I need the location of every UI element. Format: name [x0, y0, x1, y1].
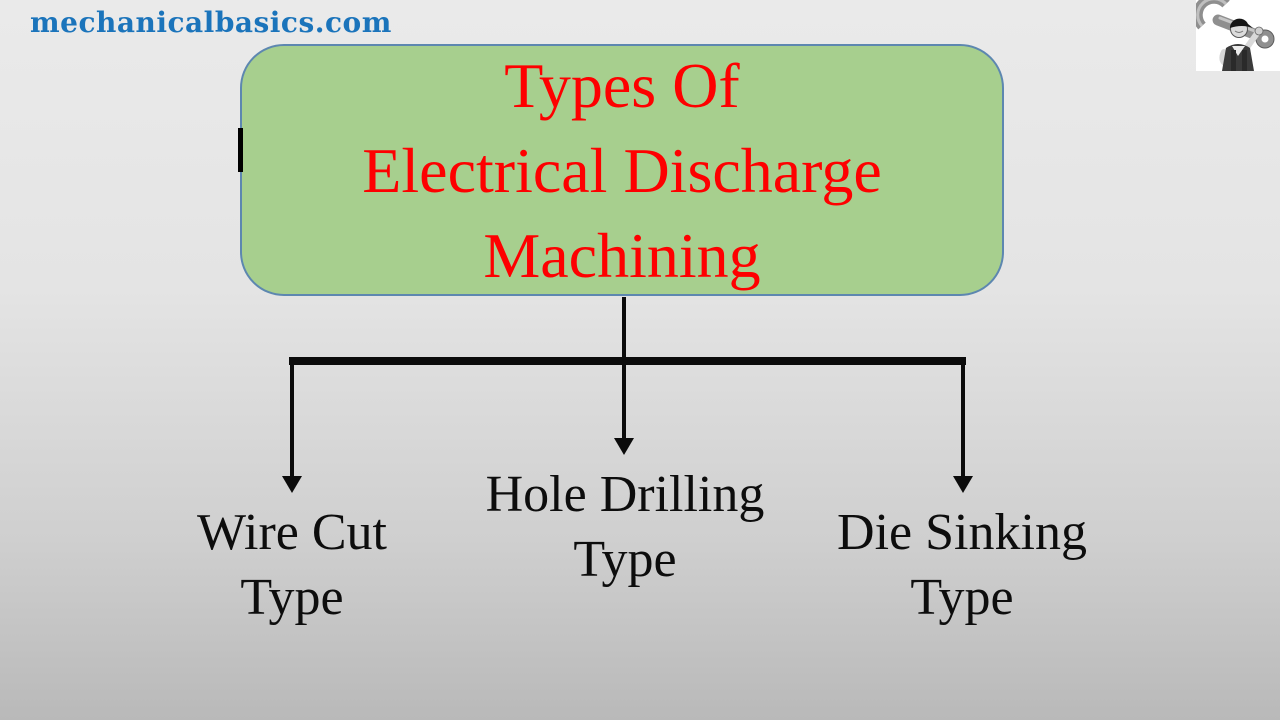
- title-line-3: Machining: [483, 219, 761, 291]
- connector-stem-left: [290, 357, 294, 476]
- title-line-2: Electrical Discharge: [362, 134, 882, 206]
- connector-stem-middle: [622, 297, 626, 439]
- arrowhead-middle: [614, 438, 634, 455]
- branch-label-die-sinking: Die Sinking Type: [785, 500, 1139, 630]
- branch-label-line: Type: [910, 569, 1014, 626]
- mechanic-with-wrench-logo: [1192, 0, 1280, 71]
- branch-label-line: Wire Cut: [197, 504, 387, 561]
- branch-label-line: Type: [240, 569, 344, 626]
- title-box: Types Of Electrical Discharge Machining: [240, 44, 1004, 296]
- arrowhead-left: [282, 476, 302, 493]
- arrowhead-right: [953, 476, 973, 493]
- branch-label-hole-drilling: Hole Drilling Type: [448, 462, 802, 592]
- branch-label-wire-cut: Wire Cut Type: [132, 500, 452, 630]
- mechanic-icon: [1192, 0, 1280, 71]
- connector-horizontal-bar: [289, 357, 966, 365]
- title-line-1: Types Of: [504, 49, 740, 121]
- connector-stem-right: [961, 357, 965, 476]
- branch-label-line: Type: [573, 531, 677, 588]
- text-cursor-artifact: [238, 128, 243, 172]
- branch-label-line: Die Sinking: [837, 504, 1087, 561]
- branch-label-line: Hole Drilling: [485, 466, 765, 523]
- site-watermark: mechanicalbasics.com: [30, 6, 392, 39]
